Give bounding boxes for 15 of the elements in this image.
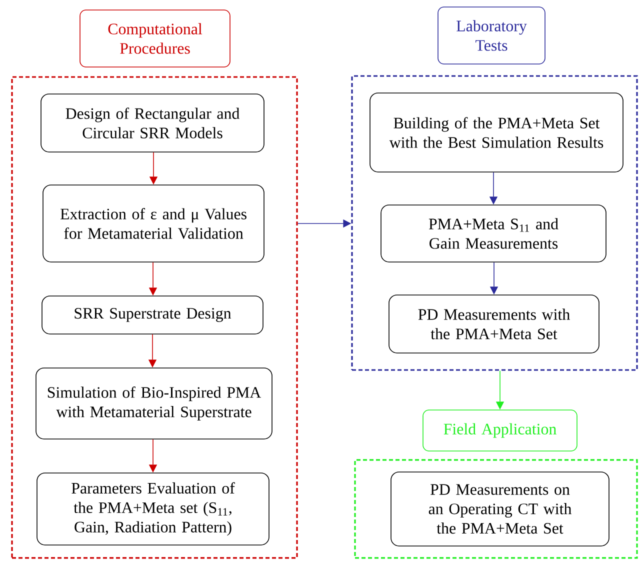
process-box: SRR Superstrate Design (42, 296, 264, 334)
process-box: Extraction of ε and μ Values for Metamaterial Validation (42, 184, 264, 262)
process-box: Simulation of Bio-Inspired PMA with Metamaterial Superstrate (36, 368, 272, 440)
header-box: Computational Procedures (80, 10, 230, 68)
dashed-group-frame (354, 459, 638, 559)
process-box: Design of Rectangular and Circular SRR Models (40, 94, 264, 152)
process-box: PD Measurements on an Operating CT with the PMA+Meta Set (390, 472, 610, 546)
process-box: Building of the PMA+Meta Set with the Best Simulation Results (370, 92, 624, 172)
process-box: PD Measurements with the PMA+Meta Set (388, 294, 600, 354)
process-box: PMA+Meta S$_{11}$ and Gain Measurements (380, 204, 606, 262)
dashed-group-frame (351, 75, 638, 371)
header-box: Laboratory Tests (438, 6, 546, 64)
dashed-group-frame (11, 76, 298, 559)
header-box: Field Application (422, 410, 578, 452)
process-box: Parameters Evaluation of the PMA+Meta set (S$_{11}$, Gain, Radiation Pattern) (36, 472, 270, 546)
